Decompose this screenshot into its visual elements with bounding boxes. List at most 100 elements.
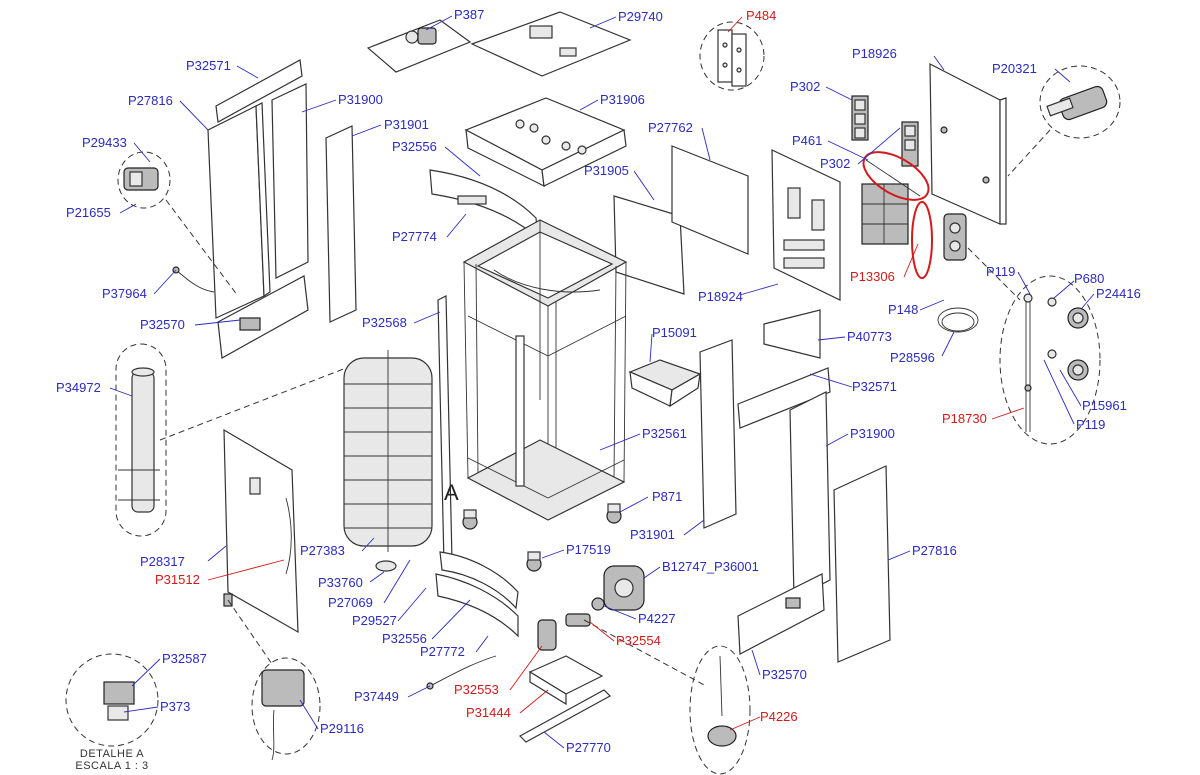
panel-p31900-top: [271, 83, 309, 279]
caster-p17519: [526, 551, 542, 572]
label-p302-b: P302: [820, 156, 851, 171]
valve-p32553: [537, 619, 557, 651]
label-p40773: P40773: [847, 329, 892, 344]
label-p387: P387: [454, 7, 485, 22]
top-cover-p29740: [470, 11, 632, 77]
label-p32587: P32587: [162, 651, 207, 666]
label-p4227: P4227: [638, 611, 676, 626]
hinge-p484: [717, 29, 747, 87]
label-p27069: P27069: [328, 595, 373, 610]
bushing-p680: [1047, 297, 1057, 359]
cable-p37964: [172, 266, 215, 293]
label-p32570-bot: P32570: [762, 667, 807, 682]
label-p32571-top: P32571: [186, 58, 231, 73]
switches-p148: [943, 213, 967, 261]
label-p13306: P13306: [850, 269, 895, 284]
label-p32568: P32568: [362, 315, 407, 330]
panel-p31901-top: [325, 125, 357, 323]
panel-p32570-top: [217, 275, 309, 359]
label-p27770: P27770: [566, 740, 611, 755]
label-p31900-top: P31900: [338, 92, 383, 107]
label-p27762: P27762: [648, 120, 693, 135]
top-panel-p31906: [464, 97, 627, 188]
label-p373: P373: [160, 699, 191, 714]
label-p680: P680: [1074, 271, 1105, 286]
label-p32553: P32553: [454, 682, 499, 697]
label-p20321: P20321: [992, 61, 1037, 76]
label-p24416: P24416: [1096, 286, 1141, 301]
label-p37964: P37964: [102, 286, 147, 301]
pipe-detail-p34972: [118, 367, 160, 513]
label-p32556-top: P32556: [392, 139, 437, 154]
label-p31905: P31905: [584, 163, 629, 178]
panel-p40773: [763, 309, 821, 359]
panel-p31901-mid: [699, 339, 737, 529]
label-p119-a: P119: [986, 264, 1016, 279]
label-p32561: P32561: [642, 426, 687, 441]
label-p18924: P18924: [698, 289, 743, 304]
thermostat-bulb-p4226: [707, 655, 737, 747]
label-p27774: P27774: [392, 229, 437, 244]
label-p34972: P34972: [56, 380, 101, 395]
label-p31901-mid: P31901: [630, 527, 675, 542]
label-p31901-top: P31901: [384, 117, 429, 132]
fan-p4227: [591, 597, 605, 611]
back-panel-p18924: [771, 149, 841, 301]
label-b12747: B12747_P36001: [662, 559, 759, 574]
knob-p24416: [1067, 307, 1089, 329]
label-p21655: P21655: [66, 205, 111, 220]
label-p15091: P15091: [652, 325, 697, 340]
label-p31906: P31906: [600, 92, 645, 107]
label-p18926: P18926: [852, 46, 897, 61]
highlight-ring-p13306: [911, 201, 933, 279]
panel-p31905: [613, 195, 685, 295]
filter-block-p13306: [861, 183, 909, 245]
cabinet-frame-p32561: [462, 219, 628, 521]
bracket-p32587: [103, 681, 135, 721]
filter-p302-b: [901, 121, 919, 167]
label-p33760: P33760: [318, 575, 363, 590]
cable-p28596: [937, 307, 979, 333]
pivot-p33760: [375, 560, 397, 572]
panel-p27762: [671, 145, 749, 255]
hinge-p20321: [1046, 85, 1108, 121]
gasket-p29116: [261, 669, 305, 761]
label-p32570-top: P32570: [140, 317, 185, 332]
panel-p31900-mid: [789, 391, 831, 599]
detail-caption-line2: ESCALA 1 : 3: [75, 760, 149, 772]
hinge-plate-p387: [366, 19, 472, 73]
strip-p27770: [519, 689, 611, 743]
label-p17519: P17519: [566, 542, 611, 557]
tray-p15091: [628, 359, 702, 408]
label-p27816-mid: P27816: [912, 543, 957, 558]
label-p31512: P31512: [155, 572, 200, 587]
panel-p18926: [929, 63, 1007, 225]
label-p37449: P37449: [354, 689, 399, 704]
label-p28596: P28596: [890, 350, 935, 365]
panel-p27816-top: [207, 102, 271, 319]
caster-p871: [462, 503, 622, 530]
bracket-p461: [865, 159, 921, 197]
label-p27772: P27772: [420, 644, 465, 659]
label-p32554: P32554: [616, 633, 661, 648]
label-p29433: P29433: [82, 135, 127, 150]
leader-lines: [109, 15, 1095, 749]
label-p18730: P18730: [942, 411, 987, 426]
label-p27816-top: P27816: [128, 93, 173, 108]
label-p28317: P28317: [140, 554, 185, 569]
panel-p32571-mid: [737, 367, 831, 429]
trim-p32556-bot: [439, 551, 519, 610]
label-p302-a: P302: [790, 79, 821, 94]
label-p461: P461: [792, 133, 823, 148]
label-p29116: P29116: [320, 721, 364, 736]
panel-p32571-top: [215, 59, 303, 123]
bracket-p31444: [528, 655, 604, 706]
label-p484: P484: [746, 8, 777, 23]
label-p15961: P15961: [1082, 398, 1127, 413]
label-p119-b: P119: [1076, 417, 1106, 432]
glass-rack-p27383: [343, 350, 433, 552]
panel-p32570-bot: [737, 573, 825, 655]
door-p28317: [223, 428, 299, 634]
section-marker-a: A: [444, 480, 459, 505]
label-p29740: P29740: [618, 9, 663, 24]
